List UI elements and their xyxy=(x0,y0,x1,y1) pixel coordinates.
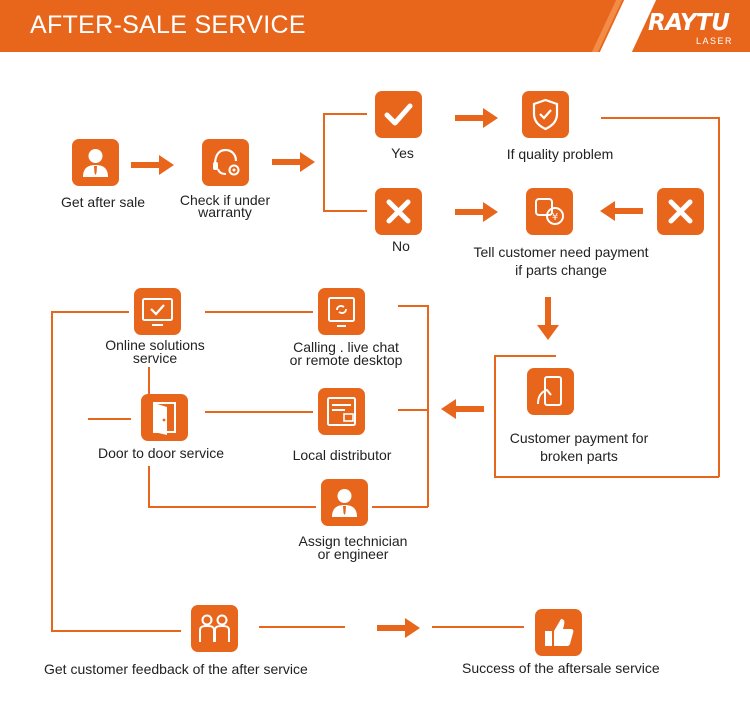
connector-line xyxy=(51,630,181,632)
store-icon xyxy=(318,388,365,435)
monitor-check-icon xyxy=(134,288,181,335)
connector-line xyxy=(494,476,719,478)
label-customer-payment-2: broken parts xyxy=(540,448,618,464)
arrow-right-icon xyxy=(455,108,498,128)
label-quality-problem: If quality problem xyxy=(506,146,614,162)
label-success: Success of the aftersale service xyxy=(462,660,660,676)
page-title: AFTER-SALE SERVICE xyxy=(30,11,306,39)
connector-line xyxy=(718,117,720,477)
label-check-warranty-2: warranty xyxy=(198,204,252,220)
connector-line xyxy=(259,626,345,628)
thumbs-up-icon xyxy=(535,609,582,656)
connector-line xyxy=(148,367,150,395)
connector-line xyxy=(51,311,53,631)
connector-line xyxy=(398,409,428,411)
technician-icon xyxy=(321,479,368,526)
connector-line xyxy=(148,506,316,508)
connector-line xyxy=(205,411,313,413)
connector-line xyxy=(601,117,719,119)
brand-name: RAYTU xyxy=(648,10,730,36)
card-payment-icon xyxy=(527,368,574,415)
connector-line xyxy=(323,113,325,211)
label-customer-payment-1: Customer payment for xyxy=(509,430,649,446)
connector-line xyxy=(148,466,150,508)
label-assign-technician-1: Assign technician xyxy=(298,533,408,549)
arrow-right-icon xyxy=(131,155,174,175)
brand-sub: LASER xyxy=(696,36,734,46)
label-feedback: Get customer feedback of the after servi… xyxy=(44,661,308,677)
person-icon xyxy=(72,139,119,186)
label-assign-technician-2: or engineer xyxy=(317,546,389,562)
connector-line xyxy=(372,506,428,508)
cross-icon xyxy=(375,188,422,235)
door-icon xyxy=(141,394,188,441)
remote-desktop-icon xyxy=(318,288,365,335)
cross-icon xyxy=(657,188,704,235)
shield-check-icon xyxy=(522,91,569,138)
connector-line xyxy=(494,355,556,357)
connector-line xyxy=(323,210,367,212)
label-door-to-door: Door to door service xyxy=(97,445,225,461)
label-get-after-sale: Get after sale xyxy=(60,194,146,210)
arrow-left-icon xyxy=(441,399,484,419)
label-yes: Yes xyxy=(391,145,414,161)
arrow-right-icon xyxy=(377,618,420,638)
label-calling-2: or remote desktop xyxy=(289,352,403,368)
connector-line xyxy=(398,305,428,307)
label-online-solutions-1: Online solutions xyxy=(105,337,205,353)
arrow-right-icon xyxy=(455,202,498,222)
label-no: No xyxy=(392,238,410,254)
label-online-solutions-2: service xyxy=(132,350,178,366)
connector-line xyxy=(432,626,524,628)
connector-line xyxy=(323,113,367,115)
label-tell-customer-1: Tell customer need payment xyxy=(473,244,649,260)
label-calling-1: Calling . live chat xyxy=(293,339,399,355)
check-icon xyxy=(375,91,422,138)
connector-line xyxy=(51,311,129,313)
arrow-right-icon xyxy=(272,152,315,172)
label-tell-customer-2: if parts change xyxy=(515,262,607,278)
connector-line xyxy=(427,305,429,507)
connector-line xyxy=(494,355,496,477)
headset-gear-icon xyxy=(202,139,249,186)
label-local-distributor: Local distributor xyxy=(292,447,392,463)
connector-line xyxy=(88,418,131,420)
svg-text:¥: ¥ xyxy=(552,212,558,223)
label-check-warranty-1: Check if under xyxy=(179,192,271,208)
people-icon xyxy=(191,605,238,652)
arrow-left-icon xyxy=(600,201,643,221)
brand-logo: RAYTU LASER xyxy=(648,10,740,48)
header-banner: AFTER-SALE SERVICE RAYTU LASER xyxy=(0,0,750,52)
yen-exchange-icon: ¥ xyxy=(526,188,573,235)
connector-line xyxy=(205,311,313,313)
arrow-down-icon xyxy=(537,297,559,340)
